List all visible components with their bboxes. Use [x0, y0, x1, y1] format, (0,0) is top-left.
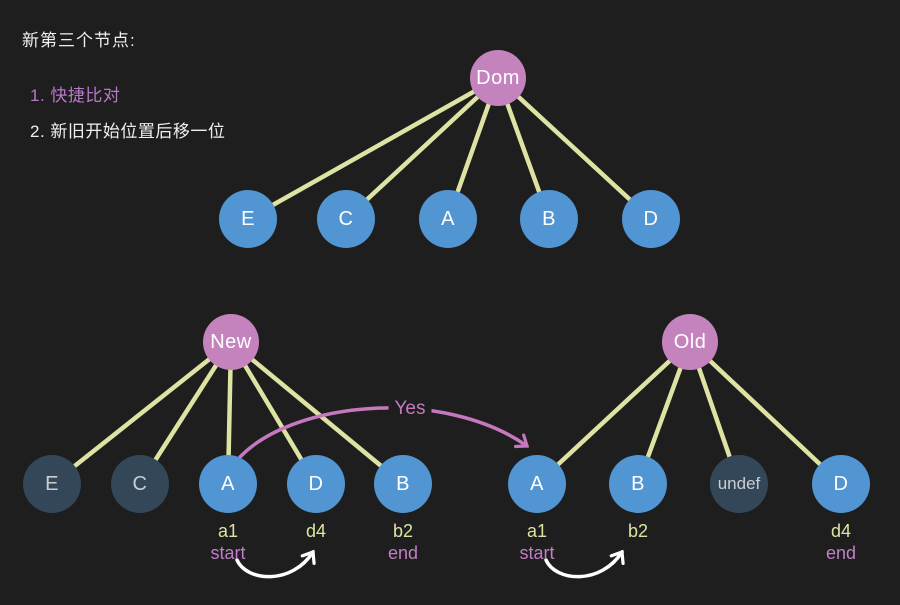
node-old-root: Old — [662, 314, 718, 370]
node-old-undef: undef — [710, 455, 768, 513]
pointer-id-old-b2: b2 — [627, 521, 649, 541]
advance-arrow-old-icon — [544, 549, 625, 579]
node-old-d: D — [812, 455, 870, 513]
pointer-id-new-a1: a1 — [217, 521, 239, 541]
node-new-b: B — [374, 455, 432, 513]
tree-edge — [495, 75, 654, 222]
pointer-marker-new-start: start — [210, 543, 246, 563]
advance-arrow-new-icon — [235, 549, 316, 579]
node-dom-e: E — [219, 190, 277, 248]
tree-edge — [687, 339, 844, 487]
node-new-d: D — [287, 455, 345, 513]
node-dom-a: A — [419, 190, 477, 248]
pointer-marker-old-end: end — [825, 543, 857, 563]
tree-edge — [49, 339, 234, 487]
node-old-a: A — [508, 455, 566, 513]
node-dom-b: B — [520, 190, 578, 248]
notes-heading: 新第三个节点: — [22, 31, 136, 50]
note-item-1: 1. 快捷比对 — [30, 86, 121, 105]
node-dom-root: Dom — [470, 50, 526, 106]
pointer-id-new-b2: b2 — [392, 521, 414, 541]
yes-match-arrow-icon — [238, 406, 530, 459]
node-new-root: New — [203, 314, 259, 370]
pointer-marker-new-end: end — [387, 543, 419, 563]
tree-edge — [245, 75, 501, 222]
node-new-e: E — [23, 455, 81, 513]
pointer-id-new-d4: d4 — [305, 521, 327, 541]
yes-match-label: Yes — [388, 398, 432, 420]
pointer-id-old-d4: d4 — [830, 521, 852, 541]
node-dom-d: D — [622, 190, 680, 248]
pointer-marker-old-start: start — [519, 543, 555, 563]
tree-edge — [534, 339, 693, 487]
node-new-a: A — [199, 455, 257, 513]
tree-edge — [343, 75, 501, 222]
pointer-id-old-a1: a1 — [526, 521, 548, 541]
note-item-2: 2. 新旧开始位置后移一位 — [30, 122, 226, 141]
tree-edge — [228, 339, 406, 487]
node-old-b: B — [609, 455, 667, 513]
node-new-c: C — [111, 455, 169, 513]
node-dom-c: C — [317, 190, 375, 248]
